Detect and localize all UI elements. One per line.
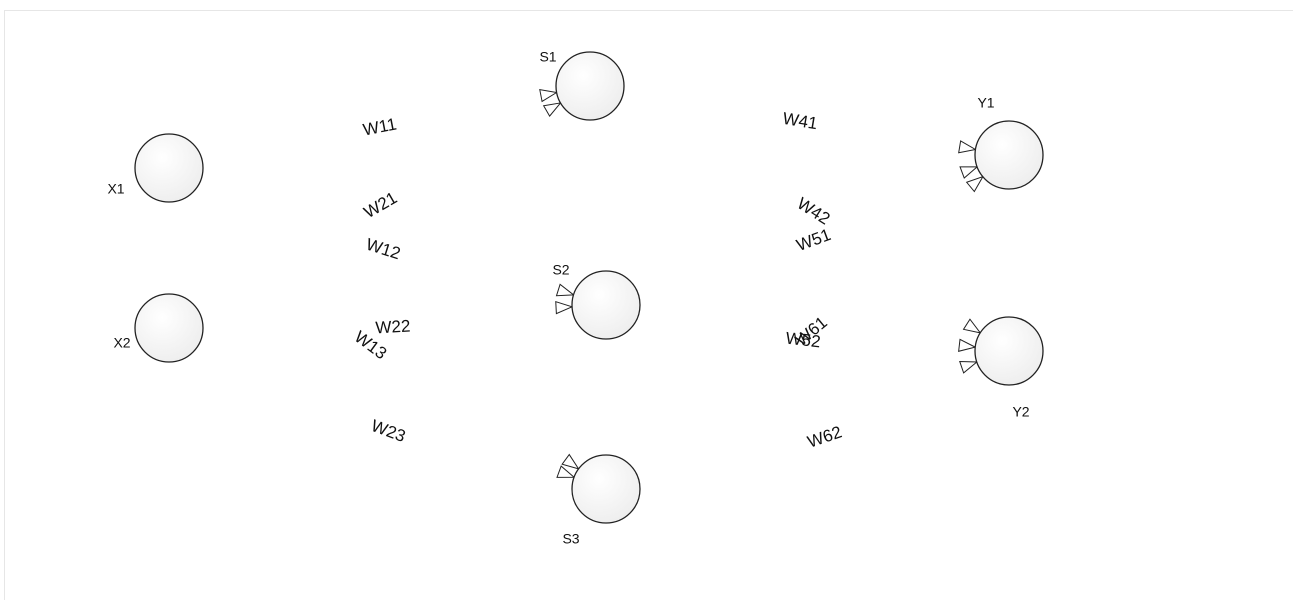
arrowhead [555,283,575,297]
arrowhead [959,166,979,179]
node-label-s2: S2 [552,262,569,278]
node-x1 [134,133,204,203]
edge-shaft-inner [623,90,961,149]
edge-label-w62: W62 [805,422,844,451]
arrowhead [555,300,574,315]
edges-layer [195,89,984,479]
arrowhead [962,318,982,334]
arrowhead [958,338,977,352]
edge-w23 [200,338,576,478]
node-label-y1: Y1 [977,95,994,111]
edge-shaft-inner [631,185,972,469]
node-s2 [571,270,641,340]
edge-shaft-inner [197,109,549,312]
edge-shaft-inner [202,306,558,328]
edge-w13 [195,187,580,470]
node-y1 [974,120,1044,190]
node-s1 [555,51,625,121]
edge-w12 [201,177,575,297]
arrowhead [965,175,984,193]
edge-label-w21: W21 [361,188,401,222]
edge-label-w52: W52 [785,329,822,352]
edge-w22 [202,300,574,328]
node-label-x1: X1 [107,181,124,197]
edge-label-w11: W11 [361,114,398,139]
edge-label-w23: W23 [369,416,408,446]
node-x2 [134,293,204,363]
arrowhead [539,89,559,103]
edge-shaft-inner [201,177,560,292]
edge-label-w51: W51 [794,225,833,255]
edge-label-w22: W22 [375,317,411,338]
node-label-s1: S1 [539,49,556,65]
edge-shaft-inner [200,338,561,473]
edge-w21 [197,102,562,312]
edge-shaft-inner [637,365,963,479]
edge-w42 [618,103,982,334]
node-label-s3: S3 [562,531,579,547]
edge-shaft-inner [195,187,568,461]
node-y2 [974,316,1044,386]
arrowhead [959,361,979,374]
edge-label-w41: W41 [781,109,819,133]
edge-w41 [623,90,977,154]
nodes-layer [134,51,1044,524]
edge-shaft-inner [202,94,543,163]
arrowhead [958,140,977,154]
arrowhead [556,465,576,478]
edge-w62 [637,361,979,479]
edge-shaft-inner [637,171,964,295]
node-s3 [571,454,641,524]
edge-shaft-inner [618,103,969,326]
edge-w51 [637,166,979,295]
arrowhead [542,102,562,117]
edge-w61 [631,175,984,469]
node-label-x2: X2 [113,335,130,351]
arrowhead [561,453,580,470]
node-label-y2: Y2 [1012,404,1029,420]
canvas-frame [4,10,1293,600]
edge-w11 [202,89,559,163]
